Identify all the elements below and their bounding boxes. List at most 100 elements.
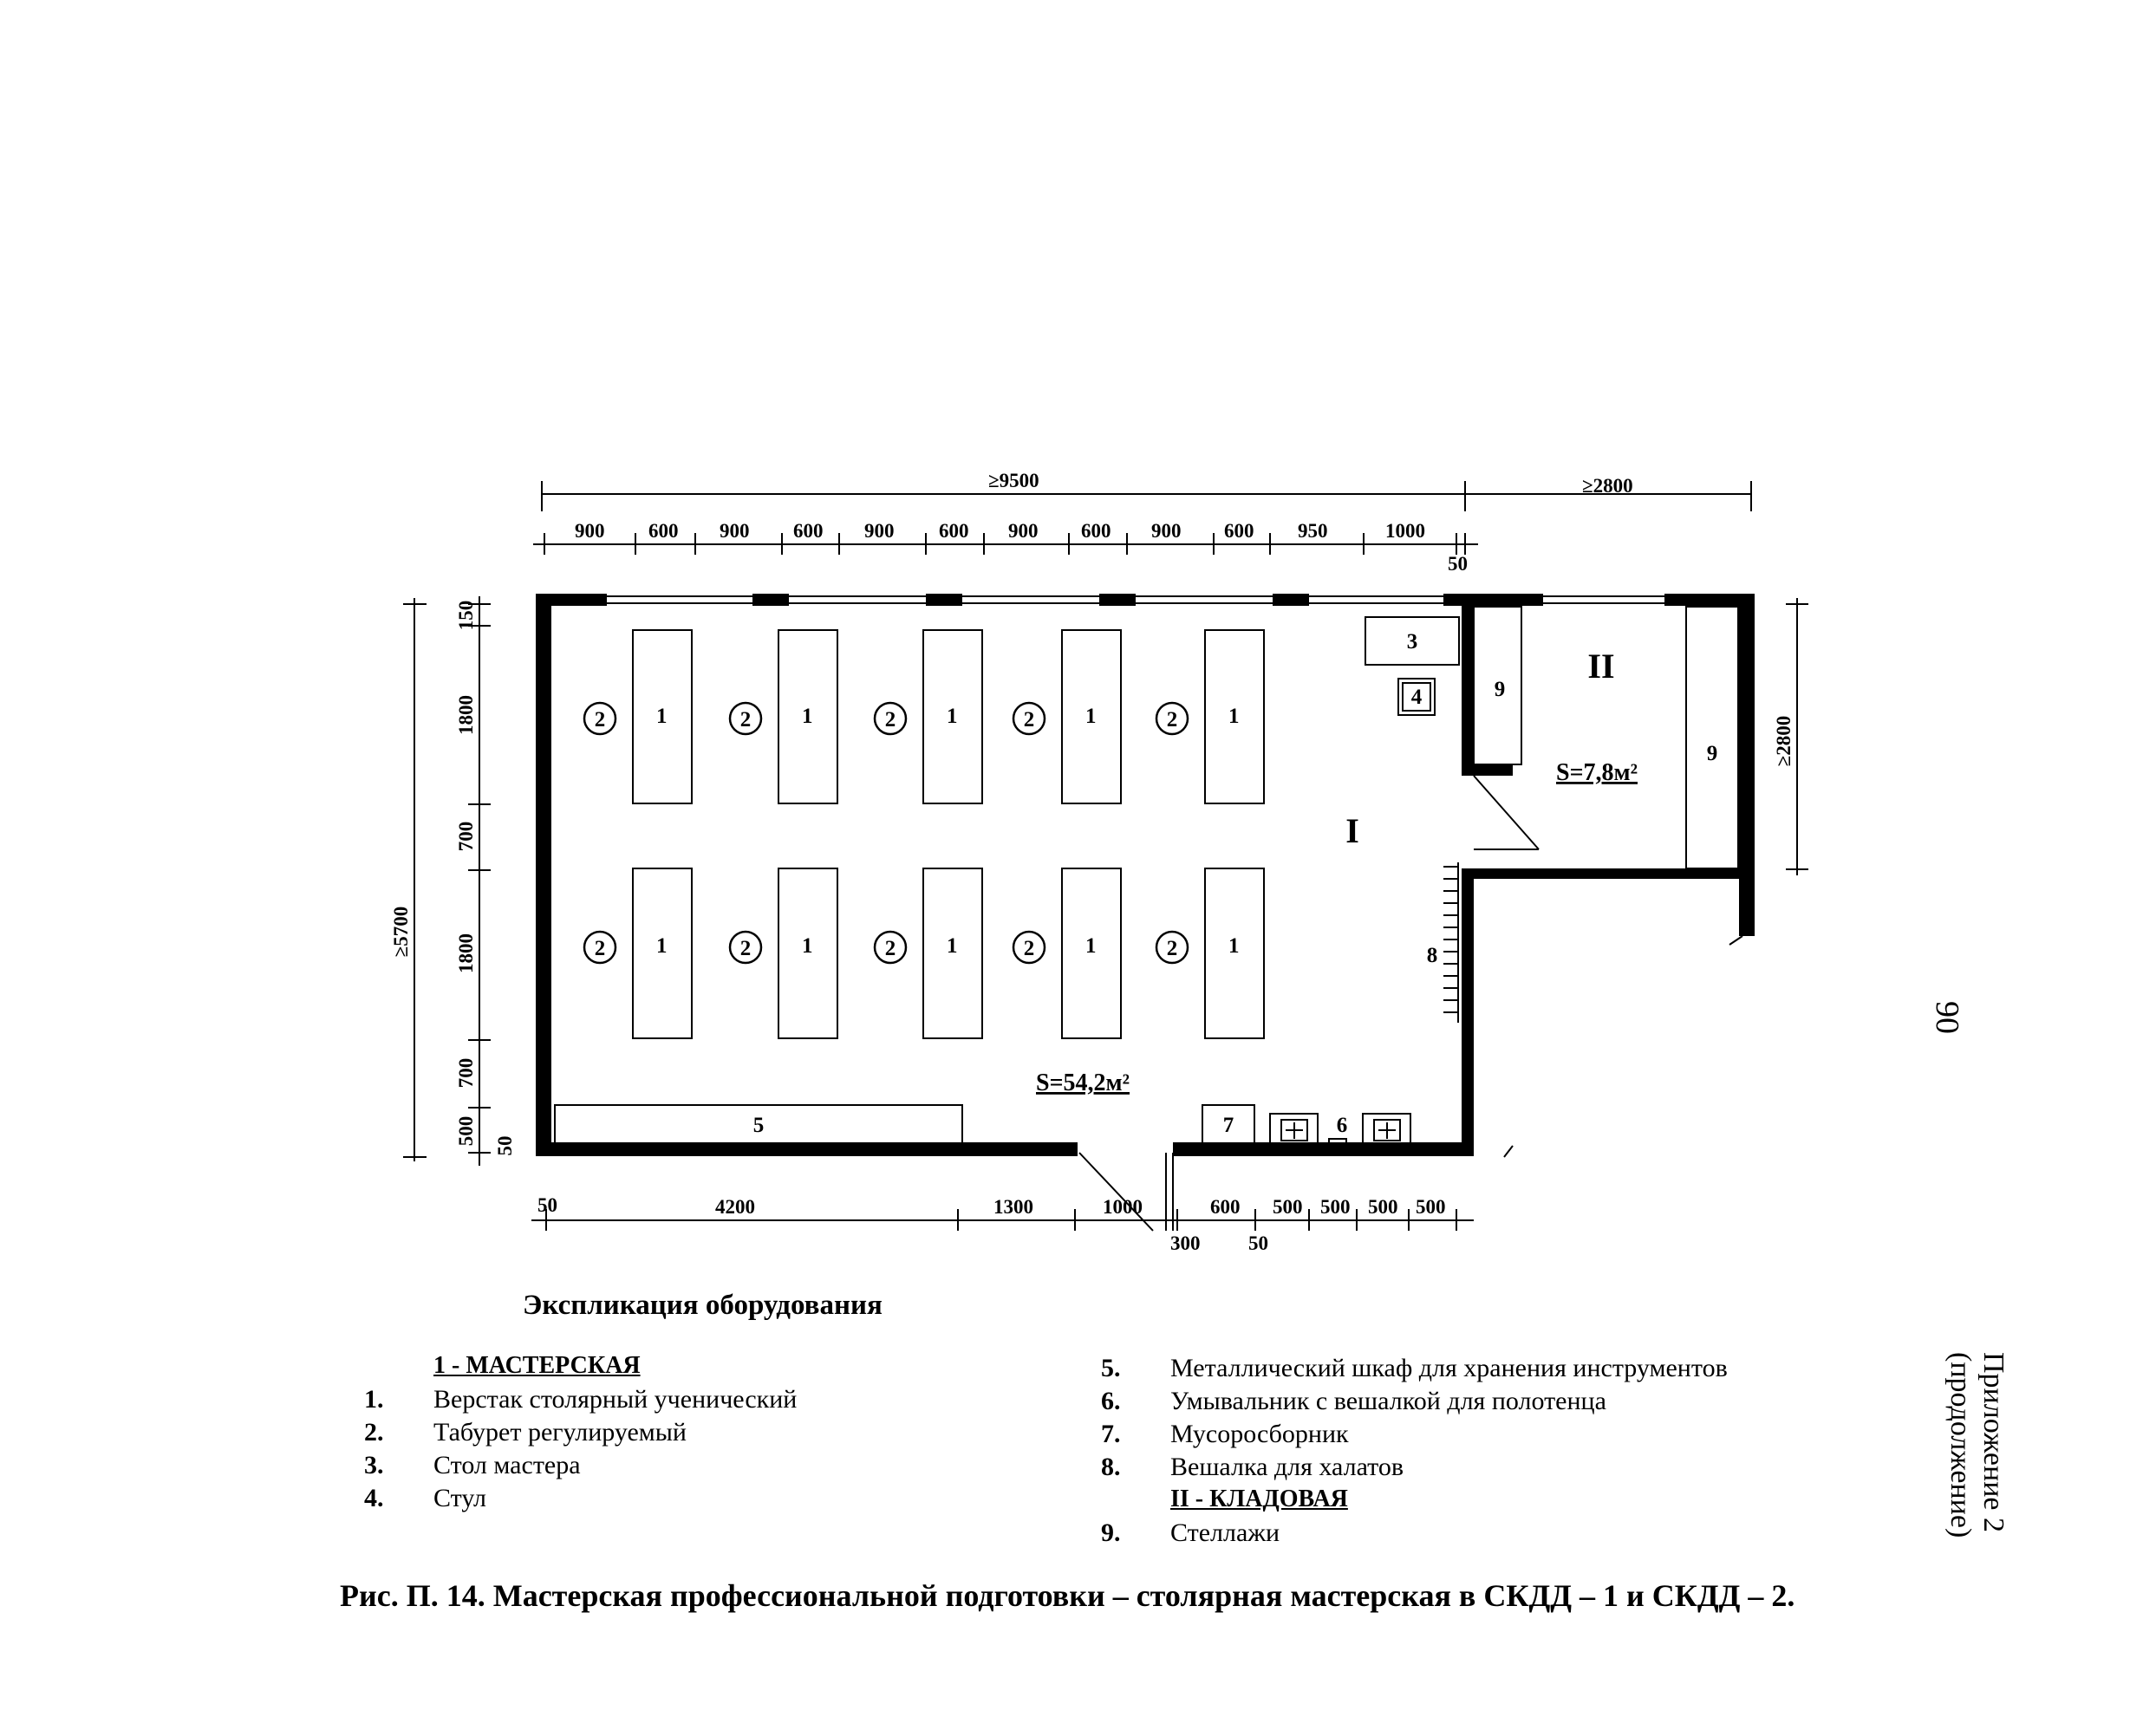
legend-item-text: Табурет регулируемый: [433, 1418, 687, 1447]
legend-section-2: II - КЛАДОВАЯ: [1170, 1486, 1348, 1512]
dim-left-small: 50: [494, 1136, 516, 1156]
dim-bottom-seg: 500: [1320, 1196, 1351, 1218]
page-number: 90: [1929, 1001, 1965, 1034]
dim-bottom-seg: 1000: [1103, 1196, 1143, 1218]
legend-item: 4.Стул: [364, 1484, 797, 1517]
bench-label: 1: [1085, 934, 1097, 958]
left-segment-labels: 150 1800 700 1800 700 500 50: [455, 601, 516, 1156]
bottom-dimension-lines: [531, 1209, 1474, 1231]
bottom-segment-labels: 50 4200 1300 1000 600 500 500 500 500 30…: [537, 1194, 1446, 1254]
shelving-label: 9: [1707, 742, 1718, 765]
legend-item-number: 2.: [364, 1418, 384, 1447]
legend-title: Экспликация оборудования: [523, 1290, 883, 1321]
dim-top-seg: 900: [864, 520, 895, 542]
bench: [1061, 868, 1122, 1039]
stool-label: 2: [885, 937, 896, 960]
bench-label: 1: [1085, 705, 1097, 728]
legend-item-number: 6.: [1101, 1387, 1121, 1415]
stool: [728, 701, 763, 736]
legend-item-number: 1.: [364, 1385, 384, 1414]
stool: [1155, 701, 1189, 736]
washbasin-label: 6: [1337, 1114, 1348, 1137]
dim-top-seg: 600: [939, 520, 969, 542]
chair: [1397, 678, 1436, 716]
dim-top-store: ≥2800: [1582, 475, 1633, 497]
dim-right-store: ≥2800: [1773, 716, 1794, 767]
furniture-labels: 3 4 5 7 6 8 9 9: [753, 630, 1718, 1137]
legend-item: 8.Вешалка для халатов: [1101, 1453, 1728, 1486]
bench: [632, 868, 693, 1039]
legend-item: 7.Мусоросборник: [1101, 1420, 1728, 1453]
towel-hanger: [1328, 1138, 1347, 1145]
dim-left-seg: 500: [455, 1116, 477, 1147]
stool-label: 2: [885, 708, 896, 731]
dim-bottom-seg: 600: [1210, 1196, 1241, 1218]
benches: [632, 629, 1265, 1039]
bench: [778, 868, 838, 1039]
dim-left-total: ≥5700: [390, 907, 412, 958]
top-segment-ticks: [544, 533, 1466, 555]
legend-item: 6.Умывальник с вешалкой для полотенца: [1101, 1387, 1728, 1420]
dim-left-seg: 150: [455, 601, 477, 631]
stool-label: 2: [595, 937, 606, 960]
tool-cabinet: [554, 1104, 963, 1146]
bench-label: 1: [1228, 705, 1240, 728]
master-table-label: 3: [1407, 630, 1418, 653]
top-segment-labels: 900 600 900 600 900 600 900 600 900 600 …: [575, 520, 1468, 575]
stool-label: 2: [1024, 708, 1035, 731]
legend-item: 9. Стеллажи: [1101, 1518, 1728, 1551]
dim-top-seg: 950: [1298, 520, 1328, 542]
stool: [728, 930, 763, 965]
bench-labels: 1 1 1 1 1 1 1 1 1 1: [656, 705, 1240, 958]
dim-bottom-seg: 500: [1368, 1196, 1398, 1218]
room-2-area: S=7,8м²: [1556, 759, 1638, 786]
stool: [873, 930, 908, 965]
right-dimension-lines: [1786, 598, 1808, 875]
bench-label: 1: [656, 705, 668, 728]
dim-left-seg: 700: [455, 822, 477, 852]
figure-caption: Рис. П. 14. Мастерская профессиональной …: [340, 1578, 1795, 1613]
bench-label: 1: [1228, 934, 1240, 958]
stool: [583, 701, 617, 736]
master-table: [1365, 616, 1460, 666]
stool-labels: 2 2 2 2 2 2 2 2 2 2: [595, 708, 1178, 960]
left-dimension-lines: [403, 596, 491, 1166]
legend-item: 3.Стол мастера: [364, 1451, 797, 1484]
dim-left-seg: 700: [455, 1058, 477, 1089]
legend-item-text: Металлический шкаф для хранения инструме…: [1170, 1354, 1728, 1382]
stool-label: 2: [1167, 708, 1178, 731]
legend-item-text: Стол мастера: [433, 1451, 581, 1479]
continuation-label: (продолжение): [1944, 1352, 1977, 1538]
legend-left-list: 1.Верстак столярный ученический 2.Табуре…: [364, 1385, 797, 1517]
legend-item-text: Стеллажи: [1170, 1518, 1280, 1547]
bench: [1204, 868, 1265, 1039]
doors: [1078, 775, 1743, 1232]
furniture: [554, 606, 1739, 1146]
room-1-area: S=54,2м²: [1036, 1070, 1130, 1096]
washbasin: [1269, 1113, 1319, 1145]
legend-item-number: 8.: [1101, 1453, 1121, 1481]
stool-label: 2: [1167, 937, 1178, 960]
stool: [1012, 701, 1046, 736]
walls: [536, 594, 1755, 1156]
legend-item-number: 7.: [1101, 1420, 1121, 1448]
bench: [1204, 629, 1265, 804]
legend-section-1: 1 - МАСТЕРСКАЯ: [433, 1352, 641, 1379]
shelving: [1473, 606, 1522, 765]
dim-top-total: ≥9500: [988, 470, 1039, 491]
bench: [1061, 629, 1122, 804]
stool-label: 2: [740, 708, 752, 731]
dim-top-seg: 900: [1008, 520, 1039, 542]
legend-item-number: 9.: [1101, 1518, 1121, 1547]
bench: [778, 629, 838, 804]
dim-top-seg: 1000: [1385, 520, 1425, 542]
bench-label: 1: [947, 705, 958, 728]
legend-item: 2. Табурет регулируемый: [364, 1418, 797, 1451]
bench-label: 1: [656, 934, 668, 958]
trash-bin: [1202, 1104, 1255, 1145]
dim-bottom-seg: 500: [1416, 1196, 1446, 1218]
legend-item-number: 5.: [1101, 1354, 1121, 1382]
dim-top-seg: 600: [1081, 520, 1111, 542]
dim-bottom-seg: 1300: [993, 1196, 1033, 1218]
